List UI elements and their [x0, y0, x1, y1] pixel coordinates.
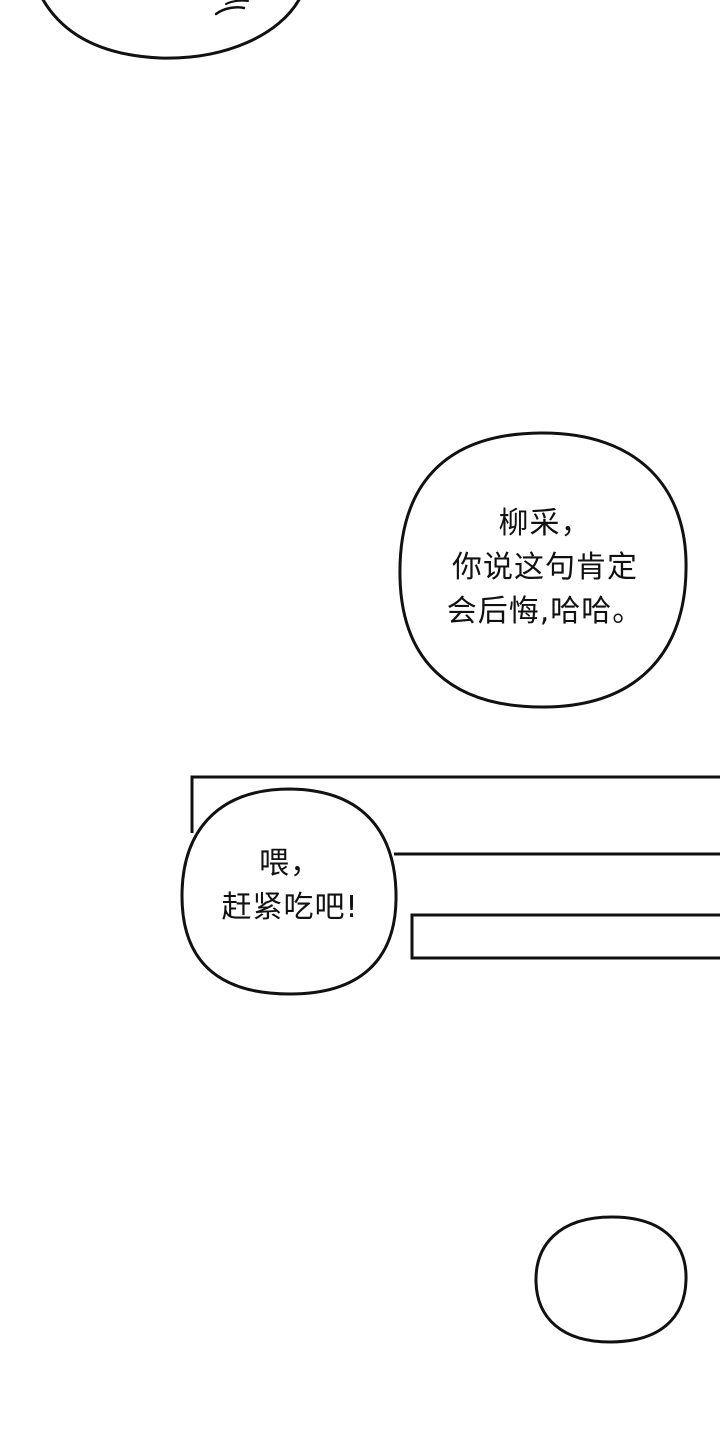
- bubble-1-line-3: 会后悔,哈哈。: [446, 594, 644, 629]
- panel-bar-lower: [410, 913, 720, 960]
- bubble-2-line-2: 赶紧吃吧!: [221, 890, 359, 925]
- speech-bubble-1: [398, 431, 688, 709]
- speech-bubble-1-text: 柳采， 你说这句肯定 会后悔,哈哈。: [420, 502, 670, 634]
- bubble-2-line-1: 喂，: [259, 846, 321, 881]
- speech-bubble-2: [180, 787, 398, 996]
- speech-bubble-2-text: 喂， 赶紧吃吧!: [190, 842, 390, 930]
- speech-bubble-3: [534, 1215, 688, 1344]
- bubble-tail-stroke-2: [225, 0, 249, 5]
- bubble-1-line-1: 柳采，: [498, 506, 592, 541]
- panel-bar-top: [190, 775, 720, 833]
- bubble-1-line-2: 你说这句肯定: [452, 550, 638, 585]
- bubble-tail-stroke: [214, 6, 246, 16]
- partial-speech-bubble: [41, 0, 301, 60]
